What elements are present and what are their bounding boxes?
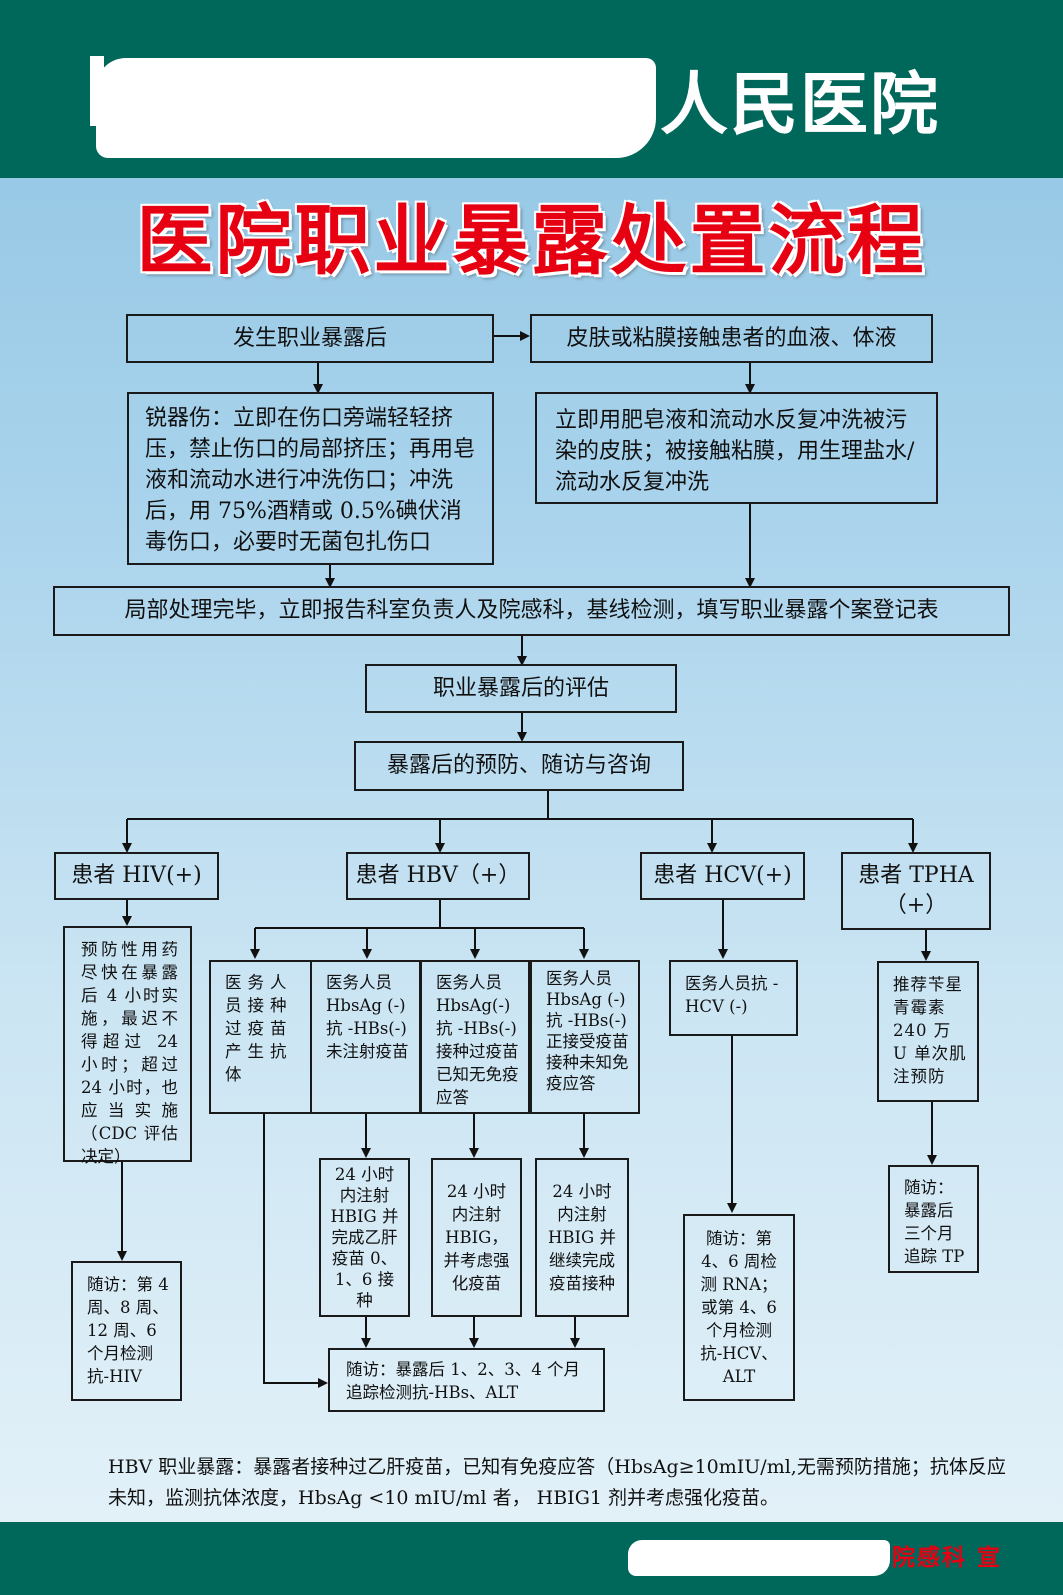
page-title: 医院职业暴露处置流程: [136, 196, 927, 285]
hcv-followup-box: 随访：第 4、6 周检测 RNA；或第 4、6 个月检测抗-HCV、ALT: [683, 1214, 795, 1401]
hiv-prophylaxis-box: 预防性用药尽快在暴露后 4 小时实施，最迟不得超过 24 小时；超过 24 小时…: [63, 926, 192, 1166]
evaluate-box: 职业暴露后的评估: [365, 664, 677, 713]
tpha-title-line1: 患者 TPHA: [858, 863, 974, 888]
hbv-footnote: HBV 职业暴露：暴露者接种过乙肝疫苗，已知有免疫应答（HbsAg≥10mIU/…: [108, 1456, 1006, 1509]
hbv-action2-box: 24 小时内注射 HBIG 并完成乙肝疫苗 0、1、6 接种: [319, 1158, 410, 1317]
skin-contact-box: 皮肤或粘膜接触患者的血液、体液: [530, 314, 933, 363]
redacted-footer: [628, 1540, 890, 1576]
tpha-followup-box: 随访：暴露后三个月追踪 TP: [888, 1165, 979, 1273]
sharp-injury-box: 锐器伤：立即在伤口旁端轻轻挤压，禁止伤口的局部挤压；再用皂液和流动水进行冲洗伤口…: [127, 392, 494, 565]
exposure-box: 发生职业暴露后: [126, 314, 494, 363]
redacted-mark: [90, 56, 104, 126]
hbv-case3-box: 医务人员 HbsAg(-) 抗 -HBs(-) 接种过疫苗已知无免疫应答: [420, 960, 530, 1114]
arrow-case1-followup: [263, 1113, 328, 1388]
hbv-followup-box: 随访：暴露后 1、2、3、4 个月追踪检测抗-HBs、ALT: [328, 1348, 605, 1412]
tpha-recommend-box: 推荐苄星青霉素 240 万 U 单次肌注预防: [877, 961, 979, 1102]
hcv-title-box: 患者 HCV(+): [640, 852, 805, 900]
report-box: 局部处理完毕，立即报告科室负责人及院感科，基线检测，填写职业暴露个案登记表: [53, 586, 1010, 636]
hospital-name: 人民医院: [660, 66, 941, 145]
hbv-action3-box: 24 小时内注射 HBIG，并考虑强化疫苗: [431, 1158, 522, 1317]
hbv-case4-box: 医务人员 HbsAg (-) 抗 -HBs(-) 正接受疫苗接种未知免疫应答: [530, 960, 640, 1114]
hbv-case1-box: 医务人员接种过疫苗产生抗体: [209, 960, 312, 1114]
redacted-hospital-prefix: [96, 58, 656, 158]
hbv-action4-box: 24 小时内注射 HBIG 并继续完成疫苗接种: [535, 1158, 629, 1317]
hiv-followup-box: 随访：第 4 周、8 周、12 周、6 个月检测抗-HIV: [71, 1261, 182, 1401]
hbv-case2-box: 医务人员 HbsAg (-) 抗 -HBs(-) 未注射疫苗: [310, 960, 421, 1114]
tpha-title-line2: （+）: [884, 893, 948, 918]
department-credit: 院感科 宣: [892, 1545, 1003, 1571]
hcv-staff-box: 医务人员抗 -HCV (-): [669, 960, 798, 1036]
prevention-box: 暴露后的预防、随访与咨询: [354, 741, 684, 791]
skin-wash-box: 立即用肥皂液和流动水反复冲洗被污染的皮肤；被接触粘膜，用生理盐水/流动水反复冲洗: [535, 392, 938, 504]
hbv-title-box: 患者 HBV（+）: [346, 852, 530, 900]
hiv-title-box: 患者 HIV(+): [54, 852, 219, 900]
tpha-title-box: 患者 TPHA （+）: [841, 852, 991, 930]
